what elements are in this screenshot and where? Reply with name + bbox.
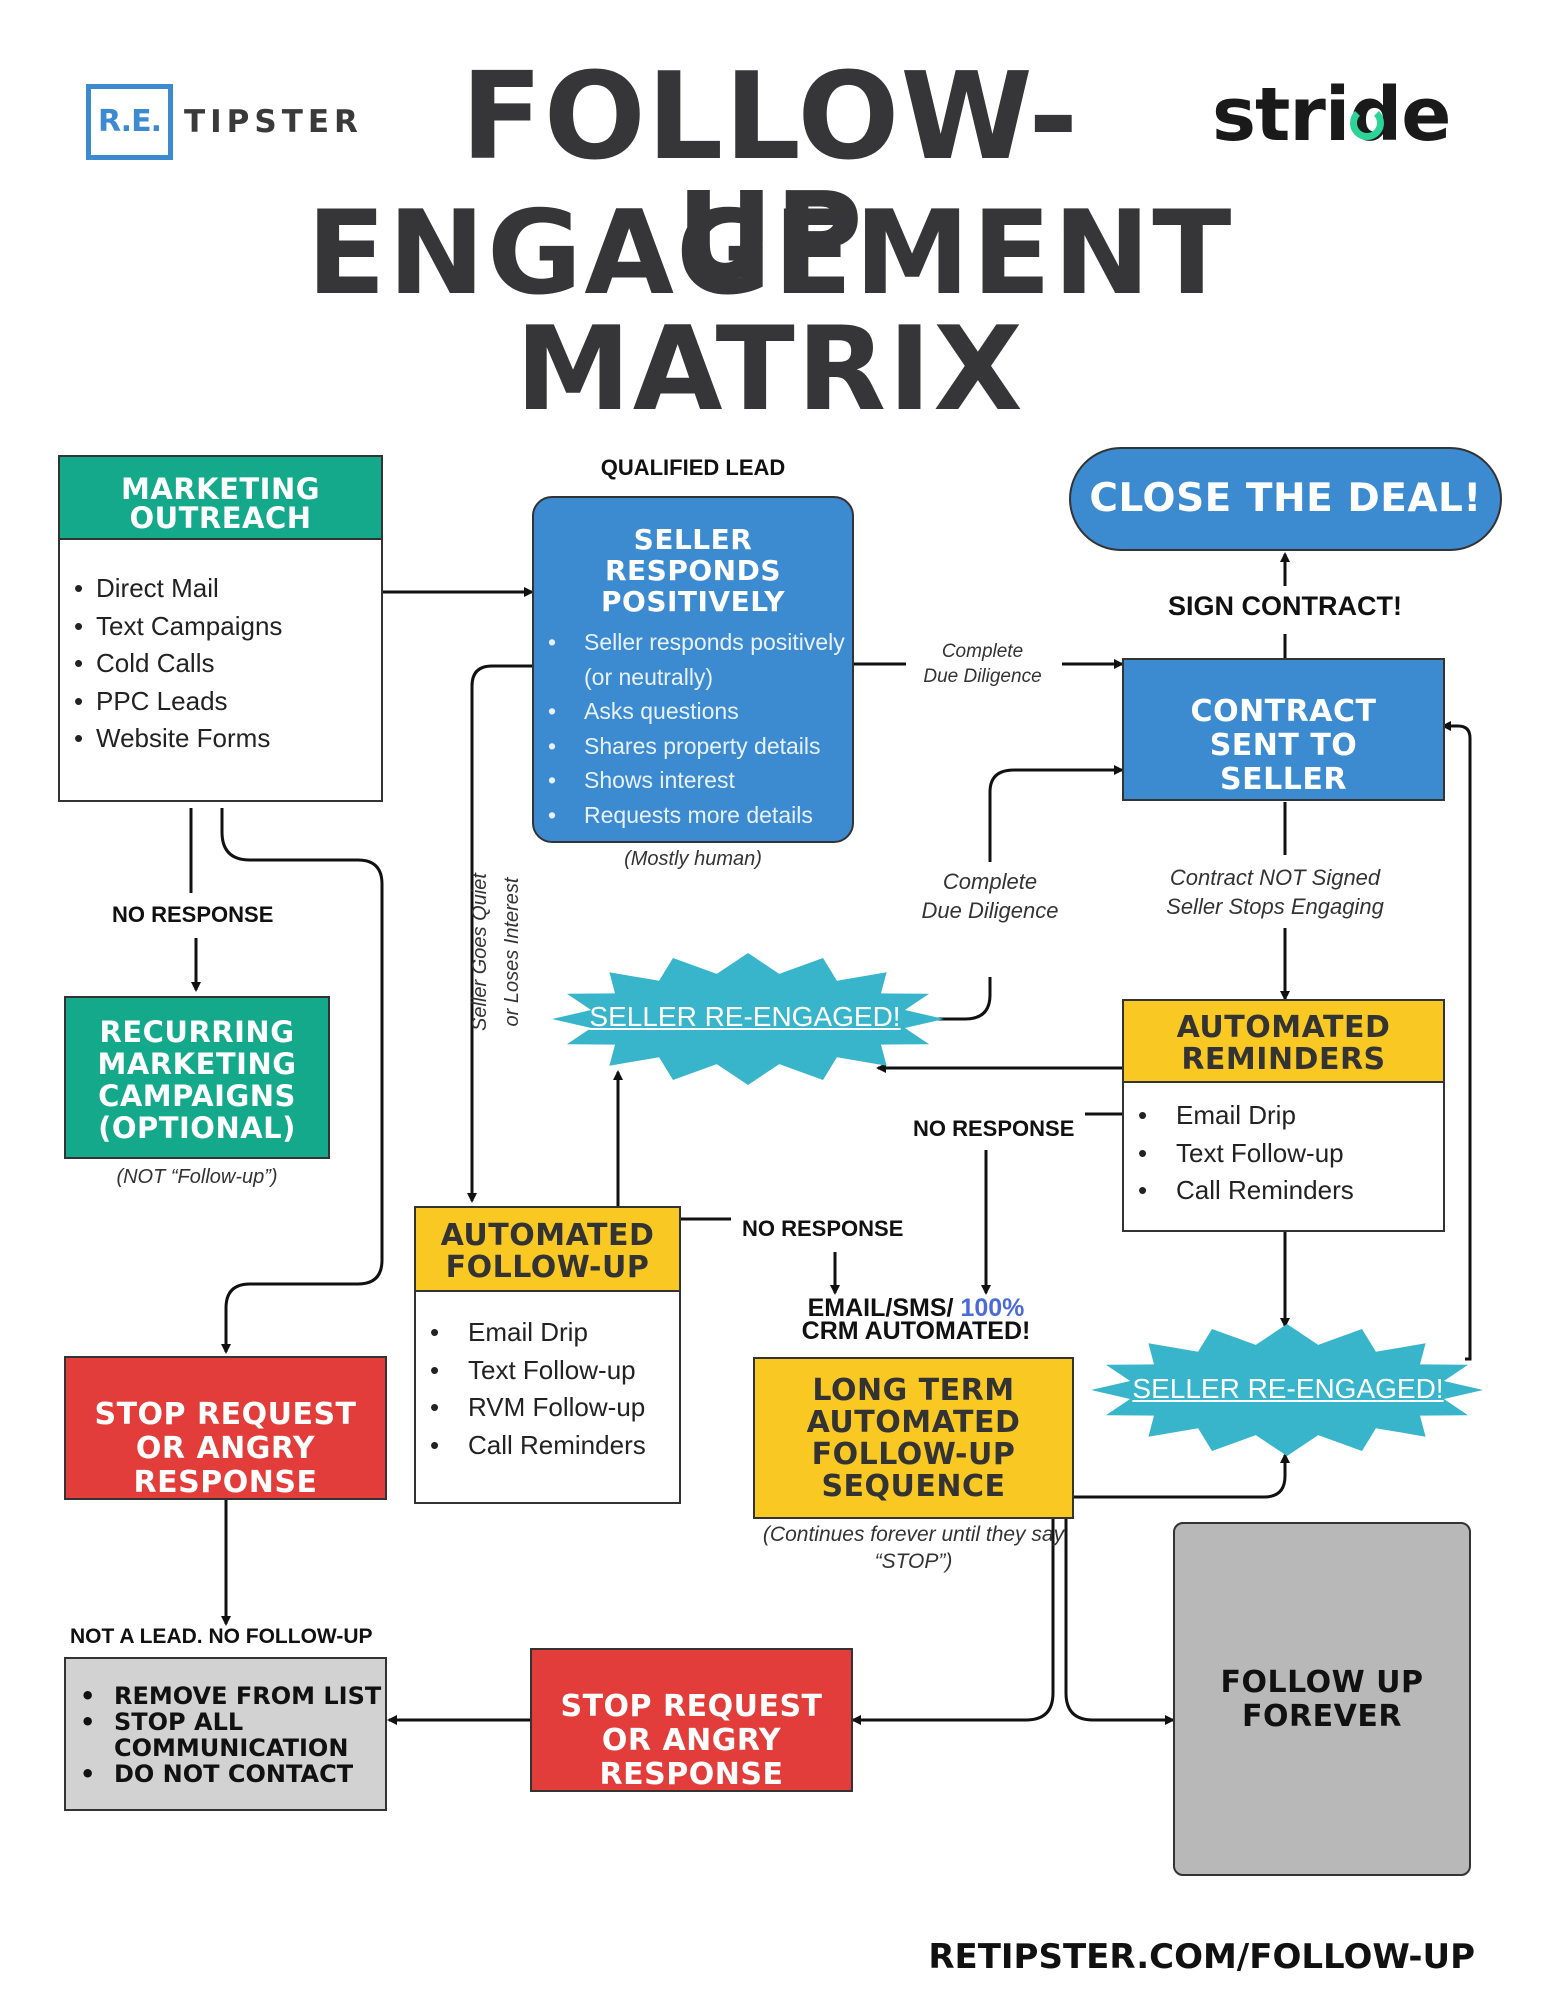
contract-not-signed-label: Contract NOT Signed Seller Stops Engagin… [1166,865,1384,919]
page-title-line1: FOLLOW-UP [460,48,1080,307]
automated-reminders-node: AUTOMATED REMINDERS Email Drip Text Foll… [1122,999,1445,1232]
list-item: DO NOT CONTACT [66,1761,385,1787]
list-item: RVM Follow-up [416,1389,679,1427]
sign-contract-label: SIGN CONTRACT! [1168,591,1402,621]
list-item: Website Forms [60,720,381,758]
stride-logo: stride [1212,72,1452,162]
list-item: Cold Calls [60,645,381,683]
list-item: Text Campaigns [60,608,381,646]
no-response-label-3: NO RESPONSE [742,1216,904,1241]
edge-reengaged1-to-contract [937,977,992,1021]
automated-reminders-list: Email Drip Text Follow-up Call Reminders [1124,1097,1443,1210]
close-the-deal-node: CLOSE THE DEAL! [1069,447,1502,551]
recurring-marketing-note: (NOT “Follow-up”) [116,1166,278,1188]
edge-longterm-to-reengaged2 [1074,1453,1290,1499]
not-a-lead-label: NOT A LEAD. NO FOLLOW-UP [70,1625,373,1648]
crm-label-highlight: 100% [960,1294,1025,1322]
list-item: Shows interest [534,763,846,798]
edge-reengaged2-to-contract [1441,721,1472,1361]
list-item: STOP ALL COMMUNICATION [66,1709,385,1761]
no-response-label-1: NO RESPONSE [112,902,274,927]
seller-responds-list: Seller responds positively (or neutrally… [534,625,852,832]
list-item: Asks questions [534,694,846,729]
list-item: Email Drip [1124,1097,1443,1135]
marketing-outreach-list: Direct Mail Text Campaigns Cold Calls PP… [60,570,381,758]
edge-seller-quiet-to-followup [467,664,532,1203]
qualified-lead-label: QUALIFIED LEAD [600,455,786,480]
list-item: Shares property details [534,729,846,764]
automated-followup-title: AUTOMATED FOLLOW-UP [416,1208,679,1292]
crm-label-prefix: EMAIL/SMS/ [807,1294,961,1322]
seller-reengaged-2-title[interactable]: SELLER RE-ENGAGED! [1132,1373,1444,1404]
seller-responds-node: SELLER RESPONDS POSITIVELY Seller respon… [532,496,854,843]
seller-reengaged-2-burst [1091,1324,1483,1456]
edge-dd2-to-contract [988,765,1124,862]
page-title-line2: ENGAGEMENT MATRIX [306,186,1234,437]
automated-followup-list: Email Drip Text Follow-up RVM Follow-up … [416,1314,679,1464]
list-item: Text Follow-up [416,1352,679,1390]
list-item: PPC Leads [60,683,381,721]
list-item: Text Follow-up [1124,1135,1443,1173]
crm-automated-label: EMAIL/SMS/ 100% CRM AUTOMATED! [770,1294,1062,1345]
footer-url[interactable]: RETIPSTER.COM/FOLLOW-UP [928,1937,1475,1977]
complete-dd-label-1: Complete Due Diligence [923,641,1042,687]
stride-wordmark: stride [1212,72,1451,158]
list-item: REMOVE FROM LIST [66,1683,385,1709]
no-response-label-2: NO RESPONSE [913,1116,1075,1141]
edge-longterm-to-forever [1064,1519,1175,1725]
seller-goes-quiet-label: Seller Goes Quiet or Loses Interest [469,873,523,1031]
follow-up-forever-node: FOLLOW UP FOREVER [1173,1522,1471,1876]
complete-dd-label-2: Complete Due Diligence [921,869,1059,923]
edge-marketing-to-stop-1 [220,808,384,1354]
stride-accent-icon [1350,106,1384,140]
crm-label-line2: CRM AUTOMATED! [801,1317,1031,1345]
seller-responds-note: (Mostly human) [624,848,762,870]
automated-reminders-title: AUTOMATED REMINDERS [1124,1001,1443,1083]
list-item: Call Reminders [416,1427,679,1465]
remove-from-list-items: REMOVE FROM LIST STOP ALL COMMUNICATION … [66,1683,385,1787]
contract-sent-node: CONTRACT SENT TO SELLER [1122,658,1445,801]
list-item: Requests more details [534,798,846,833]
marketing-outreach-title: MARKETING OUTREACH [60,457,381,540]
seller-responds-title: SELLER RESPONDS POSITIVELY [601,523,785,618]
stop-request-node-2: STOP REQUEST OR ANGRY RESPONSE [530,1648,853,1792]
list-item: Direct Mail [60,570,381,608]
stop-request-node-1: STOP REQUEST OR ANGRY RESPONSE [64,1356,387,1500]
list-item: Seller responds positively (or neutrally… [534,625,846,694]
long-term-sequence-node: LONG TERM AUTOMATED FOLLOW-UP SEQUENCE [753,1357,1074,1519]
long-term-note: (Continues forever until they say “STOP”… [762,1523,1065,1574]
list-item: Call Reminders [1124,1172,1443,1210]
recurring-marketing-node: RECURRING MARKETING CAMPAIGNS (OPTIONAL) [64,996,330,1159]
re-tipster-badge: R.E. [86,84,173,160]
re-tipster-word: TIPSTER [184,104,363,140]
remove-from-list-node: REMOVE FROM LIST STOP ALL COMMUNICATION … [64,1657,387,1811]
list-item: Email Drip [416,1314,679,1352]
marketing-outreach-node: MARKETING OUTREACH Direct Mail Text Camp… [58,455,383,802]
automated-followup-node: AUTOMATED FOLLOW-UP Email Drip Text Foll… [414,1206,681,1504]
re-tipster-logo: R.E. TIPSTER [86,84,358,160]
seller-reengaged-1-burst [552,953,944,1085]
edge-longterm-to-stop2 [851,1519,1055,1725]
seller-reengaged-1-title[interactable]: SELLER RE-ENGAGED! [589,1001,901,1032]
